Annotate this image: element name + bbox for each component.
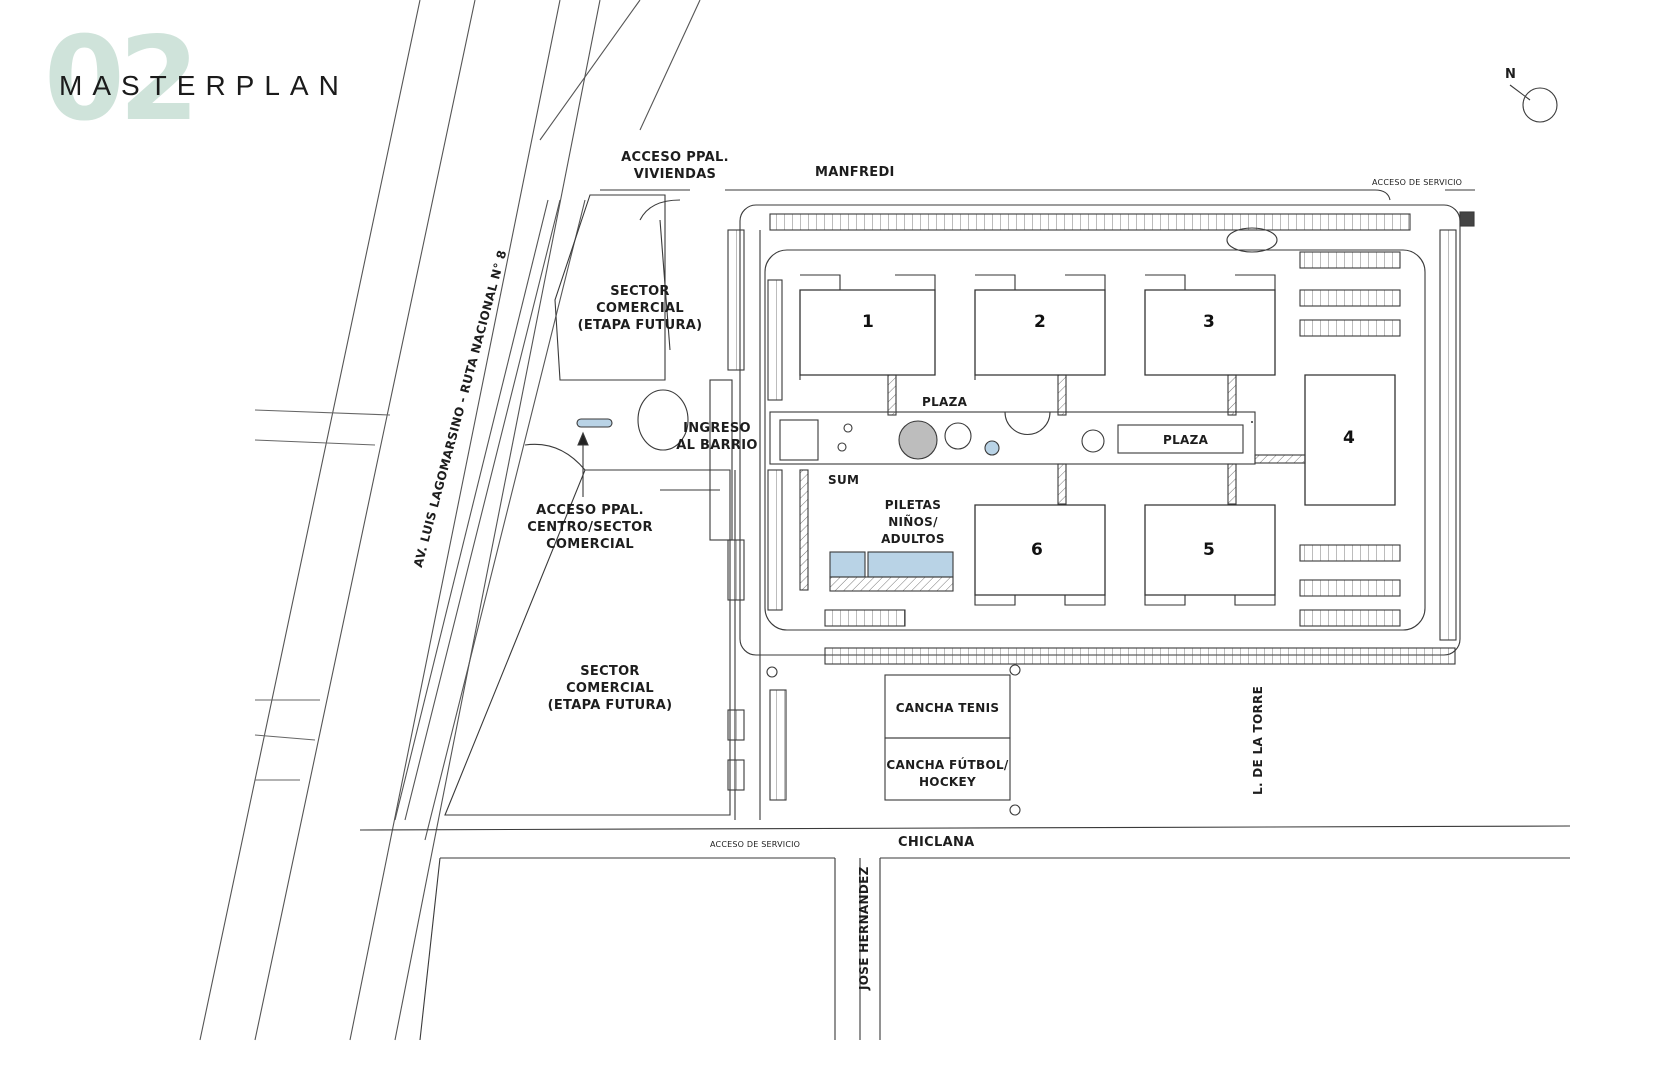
commercial-lot-bottom <box>444 469 731 816</box>
football-court <box>884 737 1011 801</box>
commercial-lot-top <box>554 194 666 381</box>
pool-small <box>829 551 866 578</box>
building-1: 1 <box>862 312 874 332</box>
section-number: 02 <box>44 12 199 147</box>
city-blocks-left <box>254 409 391 781</box>
label-sum: SUM <box>828 473 860 487</box>
label-sector-comercial-bottom: SECTOR COMERCIAL (ETAPA FUTURA) <box>547 664 673 713</box>
building-4: 4 <box>1343 428 1355 448</box>
street-de-la-torre: L. DE LA TORRE <box>1251 685 1265 795</box>
label-cancha-futbol: CANCHA FÚTBOL/ HOCKEY <box>886 758 1009 789</box>
street-chiclana: CHICLANA <box>898 835 975 850</box>
road-manfredi <box>600 189 1475 201</box>
label-cancha-tenis: CANCHA TENIS <box>895 701 1000 715</box>
pool-large <box>867 551 954 578</box>
building-2: 2 <box>1034 312 1046 332</box>
label-acceso-centro: ACCESO PPAL. CENTRO/SECTOR COMERCIAL <box>527 503 653 552</box>
avenue-lines <box>199 0 701 1041</box>
building-3: 3 <box>1203 312 1215 332</box>
label-ingreso-barrio: INGRESO AL BARRIO <box>676 421 758 453</box>
label-piletas: PILETAS NIÑOS/ ADULTOS <box>881 498 945 546</box>
label-acceso-servicio-bottom: ACCESO DE SERVICIO <box>710 840 801 849</box>
parking-rows <box>727 213 1457 801</box>
street-manfredi: MANFREDI <box>815 165 895 180</box>
label-plaza-top: PLAZA <box>922 395 968 409</box>
label-acceso-viviendas: ACCESO PPAL. VIVIENDAS <box>621 150 729 182</box>
road-chiclana <box>359 825 1571 1041</box>
plaza-band <box>769 411 1256 465</box>
page-title: MASTERPLAN <box>59 70 349 101</box>
label-sector-comercial-top: SECTOR COMERCIAL (ETAPA FUTURA) <box>577 284 703 333</box>
street-jose-hernandez: JOSE HERNANDEZ <box>857 866 871 990</box>
compass-north-label: N <box>1505 67 1517 82</box>
label-acceso-servicio-top: ACCESO DE SERVICIO <box>1372 178 1463 187</box>
building-6: 6 <box>1031 540 1043 560</box>
building-5: 5 <box>1203 540 1215 560</box>
compass-ring <box>1522 87 1558 123</box>
label-plaza-right: PLAZA <box>1163 433 1209 447</box>
